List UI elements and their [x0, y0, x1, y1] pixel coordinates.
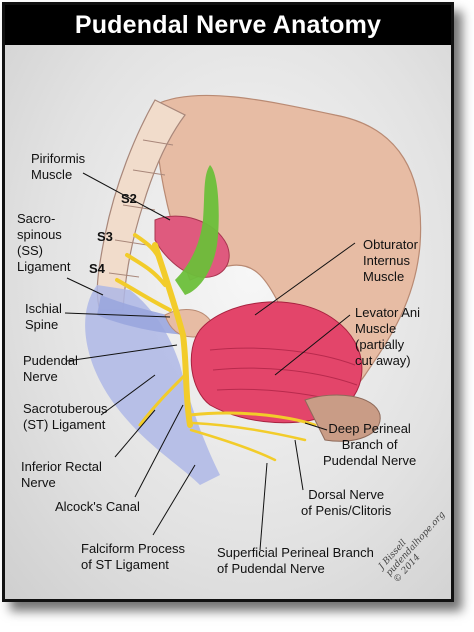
page-title: Pudendal Nerve Anatomy	[74, 10, 382, 39]
perineum	[304, 394, 381, 442]
figure-frame: Pudendal Nerve Anatomy S2 S3 S4 Piriform…	[2, 2, 454, 602]
leader-ischial-spine	[64, 312, 171, 318]
sacrospinous-ligament-label: Sacro-spinous(SS)Ligament	[17, 211, 71, 274]
pudendal-nerve-trunk	[152, 242, 193, 428]
obturator-green	[175, 165, 219, 295]
sacrotuberous-ligament-label: Sacrotuberous(ST) Ligament	[23, 401, 108, 432]
alcocks-canal-label: Alcock's Canal	[55, 499, 140, 514]
vertebra-s4-label: S4	[89, 261, 105, 276]
inferior-rectal-nerve-branch	[138, 373, 187, 427]
leader-piriformis	[82, 172, 171, 221]
vertebra-s2-label: S2	[121, 191, 137, 206]
leader-alcocks	[134, 404, 184, 498]
anatomy-illustration	[64, 94, 422, 551]
dorsal-nerve-branch	[191, 421, 307, 442]
vertebra-s3-label: S3	[97, 229, 113, 244]
leader-pudendal	[66, 344, 178, 362]
leader-deep-perineal	[304, 422, 328, 431]
sacrospinous-ligament	[97, 295, 190, 335]
leader-inferior-rectal	[114, 409, 156, 458]
sacral-segment-lines	[108, 139, 174, 278]
superficial-perineal-branch	[189, 428, 277, 462]
sacrotuberous-ligament	[85, 285, 220, 485]
leader-sacrospinous	[66, 277, 104, 296]
leader-levator	[274, 314, 351, 376]
leader-superficial	[259, 462, 268, 551]
leader-obturator	[254, 242, 356, 316]
sacral-roots	[115, 233, 172, 312]
deep-perineal-branch	[188, 411, 317, 427]
leader-lines	[64, 172, 356, 551]
leader-dorsal	[294, 439, 304, 491]
leader-sacrotuberous	[100, 374, 156, 416]
leader-falciform	[152, 464, 196, 536]
title-bar: Pudendal Nerve Anatomy	[5, 5, 451, 45]
